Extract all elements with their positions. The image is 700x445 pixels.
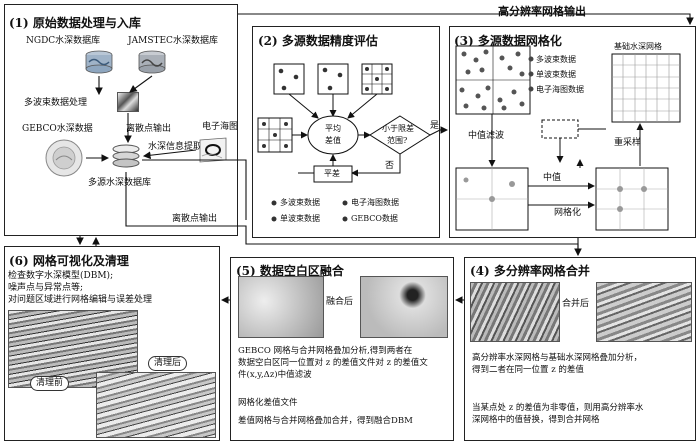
discrete-output-label: 离散点输出 (126, 124, 172, 134)
filter-node (541, 119, 579, 139)
panel-3-title: (3) 多源数据网格化 (454, 34, 562, 48)
multi-source-database-icon (112, 144, 140, 168)
threshold-decision-node (369, 115, 431, 155)
multibeam-processing-label: 多波束数据处理 (24, 98, 88, 108)
median-label: 中值 (543, 173, 562, 183)
adjust-node (313, 165, 353, 183)
after-clean-image (96, 372, 216, 438)
no-label: 否 (385, 161, 395, 171)
p2-legend-multibeam: 多波束数据 (280, 198, 320, 207)
yes-label: 是 (430, 121, 440, 131)
p4-text-1: 高分辨率水深网格与基础水深网格叠加分析，得到二者在同一位置 z 的差值 (472, 353, 643, 375)
panel-1-title: (1) 原始数据处理与入库 (9, 16, 141, 30)
multi-source-db-label: 多源水深数据库 (88, 178, 152, 188)
p2-legend-echart: 电子海图数据 (351, 198, 399, 207)
p3-legend-echart: 电子海图数据 (536, 85, 584, 94)
panel-6-title: (6) 网格可视化及清理 (9, 254, 129, 268)
p2-legend-singlebeam: 单波束数据 (280, 214, 320, 223)
base-grid-label: 基础水深网格 (614, 42, 662, 51)
high-res-grid-image (470, 282, 560, 342)
gebco-logo-icon (45, 139, 83, 177)
panel-1-box (4, 4, 238, 236)
median-filter-label: 中值滤波 (468, 131, 505, 141)
jamstec-label: JAMSTEC水深数据库 (128, 36, 218, 46)
average-diff-label-1: 平均 (325, 124, 341, 133)
discrete-output-label-2: 离散点输出 (172, 214, 218, 224)
average-diff-label-2: 差值 (325, 136, 341, 145)
p4-merged-label: 合并后 (562, 299, 590, 309)
p5-text-1: GEBCO 网格与合并网格叠加分析,得到两者在数据空白区同一位置对 z 的差值文… (238, 346, 428, 380)
p4-text-2: 当某点处 z 的差值为非零值，则用高分辨率水深网格中的值替换，得到合并网格 (472, 403, 644, 425)
p5-merged-label: 融合后 (326, 297, 354, 307)
p2-legend-gebco: GEBCO数据 (351, 214, 398, 223)
p3-legend-multibeam: 多波束数据 (536, 55, 576, 64)
merged-grid-image (596, 282, 692, 342)
threshold-label-2: 范围? (387, 136, 408, 145)
p5-text-2: 网格化差值文件 (238, 398, 298, 408)
e-chart-label: 电子海图 (202, 122, 239, 132)
panel-5-title: (5) 数据空白区融合 (236, 264, 344, 278)
depth-extract-label: 水深信息提取 (148, 142, 203, 152)
ngdc-database-icon (85, 50, 113, 74)
jamstec-database-icon (138, 50, 166, 74)
p6-text: 检查数字水深模型(DBM);噪声点与异常点等;对问题区域进行网格编辑与误差处理 (8, 271, 153, 305)
multibeam-thumbnail (117, 92, 139, 112)
p5-text-3: 差值网格与合并网格叠加合并，得到融合DBM (238, 416, 413, 426)
resample-label: 重采样 (614, 138, 642, 148)
ngdc-label: NGDC水深数据库 (26, 36, 101, 46)
gridding-label: 网格化 (554, 208, 582, 218)
before-clean-label: 清理前 (30, 376, 70, 391)
p3-legend-singlebeam: 单波束数据 (536, 70, 576, 79)
high-res-output-label: 高分辨率网格输出 (498, 5, 586, 18)
panel-2-title: (2) 多源数据精度评估 (258, 34, 378, 48)
after-clean-label: 清理后 (148, 356, 188, 371)
average-diff-node (307, 115, 359, 155)
adjust-label: 平差 (324, 169, 340, 178)
threshold-label-1: 小于限差 (382, 124, 414, 133)
panel-4-title: (4) 多分辨率网格合并 (470, 264, 590, 278)
gebco-grid-image (238, 276, 324, 338)
gebco-label: GEBCO水深数据 (22, 124, 93, 134)
fused-grid-image (360, 276, 448, 338)
